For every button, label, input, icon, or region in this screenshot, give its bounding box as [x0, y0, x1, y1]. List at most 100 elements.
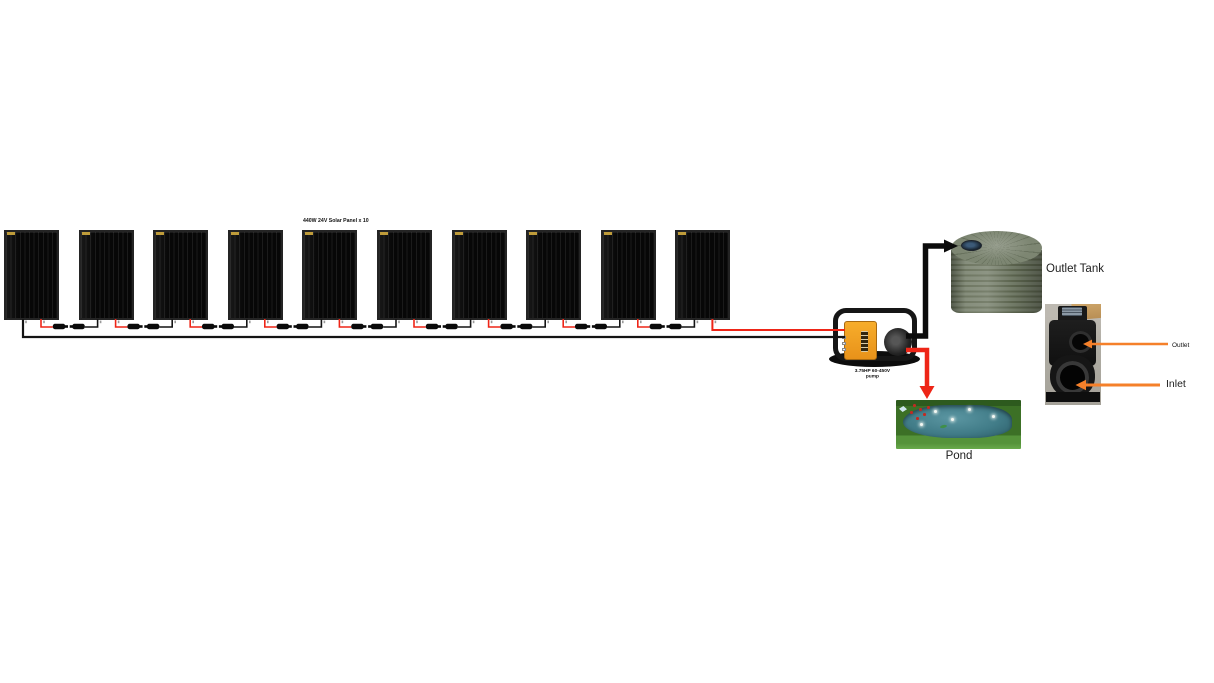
inlet-annotation-label: Inlet: [1166, 378, 1186, 390]
polarity-mark: [99, 320, 102, 324]
pump-label: 3.75HP 60-450V pump: [812, 368, 932, 392]
panel-sticker: [529, 232, 538, 235]
mc4-connector-pin: [214, 325, 218, 328]
solar-panel: [78, 230, 134, 320]
controller-terminal: [842, 342, 846, 345]
mc4-connector-pin: [368, 325, 372, 328]
panel-sticker: [380, 232, 388, 235]
polarity-mark: [472, 320, 475, 324]
solar-panel: [675, 230, 731, 320]
mc4-connector: [351, 323, 364, 330]
red-flower: [910, 411, 913, 414]
mc4-connector: [52, 323, 66, 330]
solar-panel: [451, 230, 507, 320]
polarity-mark: [174, 320, 176, 324]
polarity-mark: [565, 320, 567, 324]
pv-jumper-red: [40, 319, 53, 328]
solar-panel: [377, 230, 432, 320]
pv-jumper-red: [264, 319, 277, 328]
pv-jumper-black: [681, 319, 696, 328]
pv-jumper-red: [338, 319, 352, 328]
mc4-connector-pin: [512, 325, 516, 328]
pv-jumper-red: [487, 319, 501, 328]
mc4-connector: [594, 323, 607, 330]
mc4-connector: [649, 323, 663, 330]
pv-jumper-red: [114, 319, 128, 328]
pond-photo: [896, 400, 1021, 449]
red-flower: [927, 406, 930, 409]
pv-jumper-black: [607, 319, 621, 328]
polarity-mark: [249, 320, 251, 324]
pv-jumper-red: [189, 319, 202, 328]
panel-sticker: [7, 232, 15, 235]
polarity-mark: [622, 320, 624, 324]
mc4-connector: [425, 323, 439, 330]
pv-bus-wire-negative: [21, 319, 845, 339]
bird-icon: [899, 406, 907, 412]
panel-sticker: [156, 232, 165, 235]
panel-sticker: [454, 232, 463, 235]
solar-panel: [227, 230, 283, 320]
panel-sticker: [230, 232, 239, 235]
mc4-connector-pin: [218, 325, 223, 328]
solar-panel: [526, 230, 582, 320]
polarity-mark: [696, 320, 699, 324]
mc4-connector-pin: [587, 325, 591, 328]
pond-water: [903, 405, 1012, 438]
pump-controller: [842, 321, 877, 360]
polarity-mark: [192, 320, 194, 324]
mc4-connector: [445, 323, 458, 330]
polarity-mark: [547, 320, 549, 324]
polarity-mark: [117, 320, 120, 324]
mc4-connector-pin: [64, 325, 68, 328]
pv-jumper-black: [383, 319, 397, 328]
solar-array-label: 440W 24V Solar Panel x 10: [303, 213, 429, 231]
controller-terminal: [842, 336, 846, 339]
water-lily: [968, 408, 971, 411]
red-flower: [919, 408, 922, 411]
panel-sticker: [678, 232, 687, 235]
polarity-mark: [341, 320, 344, 324]
pv-jumper-red: [413, 319, 426, 328]
mc4-connector-pin: [144, 325, 148, 328]
panel-sticker: [305, 232, 314, 235]
outlet-tank-lid: [961, 240, 982, 251]
pv-jumper-black: [532, 319, 546, 328]
mc4-connector: [72, 323, 85, 330]
pv-jumper-black: [308, 319, 323, 328]
mc4-connector: [519, 323, 533, 330]
mc4-connector-pin: [666, 325, 670, 328]
mc4-connector: [296, 323, 309, 330]
mc4-connector: [370, 323, 384, 330]
mc4-connector-pin: [661, 325, 665, 328]
panel-sticker: [603, 232, 612, 235]
red-flower: [923, 413, 926, 416]
solar-panel: [302, 230, 358, 320]
polarity-mark: [714, 320, 717, 324]
mc4-connector: [276, 323, 290, 330]
mc4-connector-pin: [69, 325, 73, 328]
solar-panel: [4, 230, 59, 320]
panel-sticker: [81, 232, 90, 235]
pv-jumper-black: [159, 319, 173, 328]
mc4-connector: [127, 323, 140, 330]
mc4-connector-pin: [293, 325, 297, 328]
mc4-connector-pin: [591, 325, 596, 328]
pump-outlet-port: [1069, 331, 1092, 353]
mc4-connector-pin: [139, 325, 143, 328]
polarity-mark: [43, 320, 45, 324]
pump-label-line1: 3.75HP 60-450V: [854, 368, 890, 374]
polarity-mark: [25, 320, 27, 324]
polarity-mark: [416, 320, 418, 324]
pump-photo-base: [1046, 392, 1100, 402]
pv-jumper-black: [234, 319, 248, 328]
mc4-connector: [146, 323, 160, 330]
polarity-mark: [267, 320, 269, 324]
solar-panel: [600, 230, 656, 320]
pv-bus-wire-positive: [711, 319, 845, 331]
polarity-mark: [323, 320, 326, 324]
water-lily: [992, 415, 995, 418]
pump-detail-photo: [1045, 304, 1101, 405]
water-lily: [951, 418, 954, 421]
